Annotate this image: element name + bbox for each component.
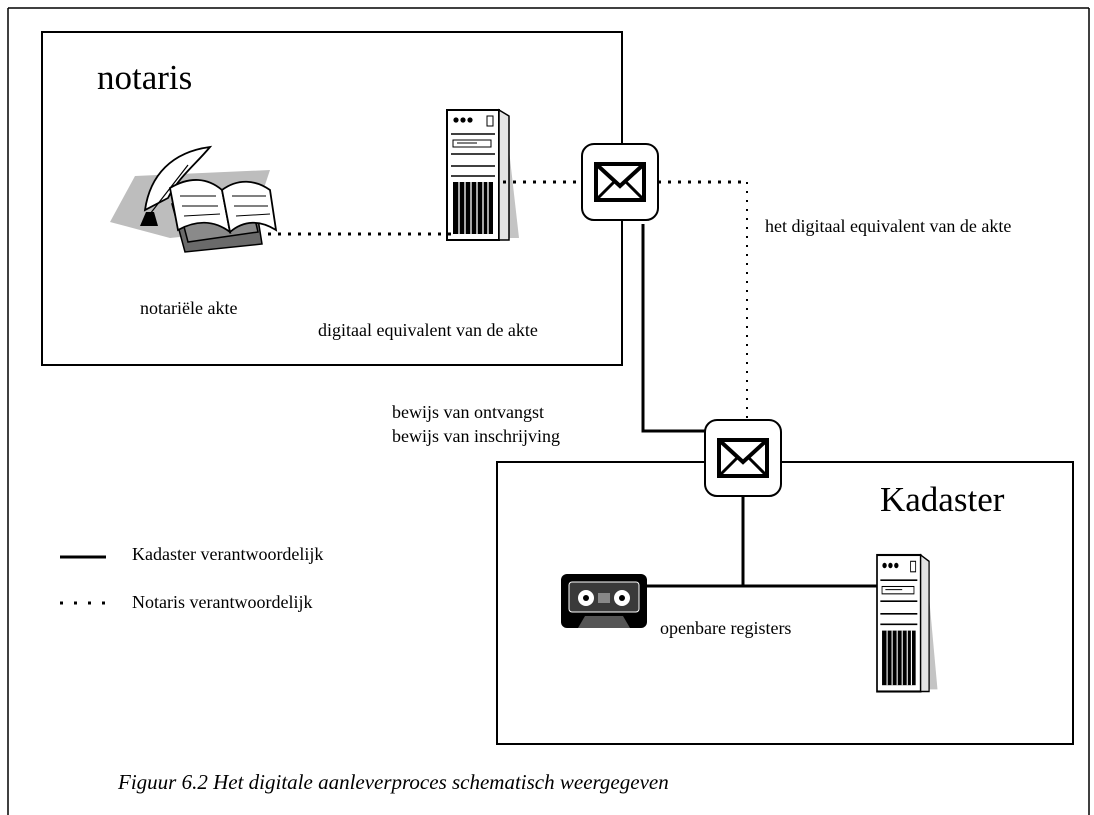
receipt-label-2: bewijs van inschrijving — [392, 426, 560, 446]
digital-equivalent-label: digitaal equivalent van de akte — [318, 320, 538, 340]
solid-connections — [641, 224, 877, 588]
dotted-connections — [268, 180, 747, 236]
tape-cassette-icon — [561, 574, 647, 628]
notaris-title: notaris — [97, 58, 193, 97]
legend-dotted-label: Notaris verantwoordelijk — [132, 592, 313, 612]
legend-solid-label: Kadaster verantwoordelijk — [132, 544, 324, 564]
envelope-icon — [580, 142, 660, 222]
server-icon — [875, 553, 939, 693]
quill-book-icon — [110, 145, 278, 253]
deed-label: notariële akte — [140, 298, 238, 318]
kadaster-title: Kadaster — [880, 480, 1005, 519]
figure-caption: Figuur 6.2 Het digitale aanleverproces s… — [118, 770, 669, 794]
envelope-icon — [703, 418, 783, 498]
outer-frame — [7, 7, 1090, 815]
receipt-label-1: bewijs van ontvangst — [392, 402, 544, 422]
server-icon — [446, 109, 520, 241]
registers-label: openbare registers — [660, 618, 792, 638]
kadaster-box — [496, 461, 1074, 745]
transfer-label: het digitaal equivalent van de akte — [765, 216, 1012, 236]
